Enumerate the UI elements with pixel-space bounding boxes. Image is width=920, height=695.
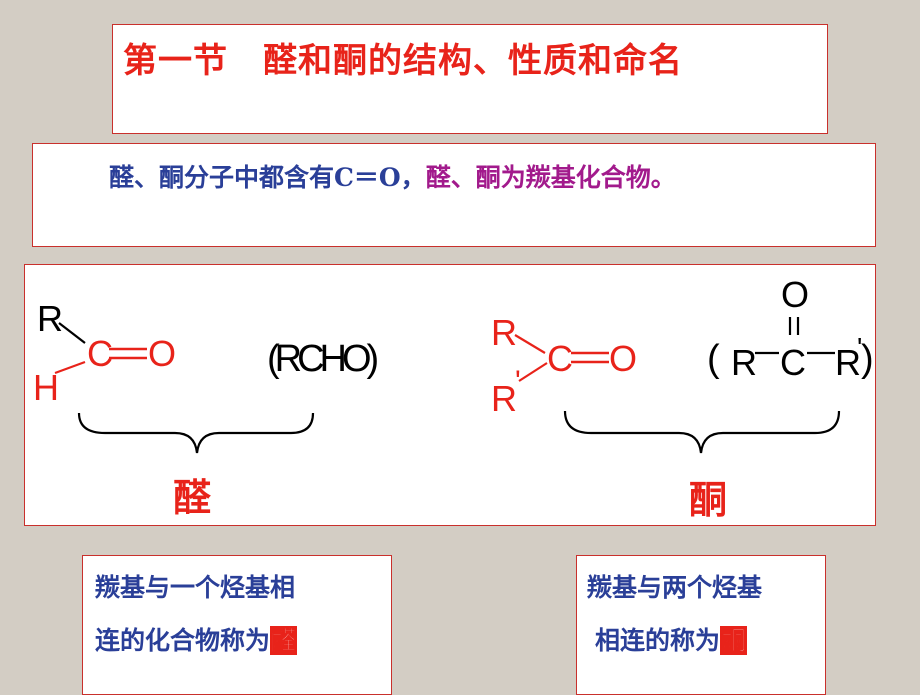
- structure-svg: R C O H (RCHO) 醛 R C O R ' ( O R C R ' )…: [33, 274, 874, 522]
- aldehyde-formula: (RCHO): [267, 338, 378, 380]
- ketone-definition-line2: 相连的称为酮: [595, 621, 748, 657]
- aldehyde-bond-R-C: [58, 322, 86, 344]
- aldehyde-label: 醛: [173, 476, 211, 520]
- intro-box: 醛、酮分子中都含有C＝O，醛、酮为羰基化合物。: [32, 143, 876, 247]
- ketone-bond-R1-C: [514, 334, 546, 354]
- ketone-definition-box: 羰基与两个烃基 相连的称为酮: [576, 555, 826, 695]
- page-title: 第一节 醛和酮的结构、性质和命名: [123, 41, 683, 81]
- aldehyde-O: O: [148, 333, 176, 374]
- title-box: 第一节 醛和酮的结构、性质和命名: [112, 24, 828, 134]
- ketone-O: O: [609, 338, 637, 379]
- intro-part2: 醛、酮为羰基化合物。: [425, 163, 676, 192]
- structure-diagram: R C O H (RCHO) 醛 R C O R ' ( O R C R ' )…: [24, 264, 876, 526]
- ketone-bond-R2-C: [518, 362, 548, 382]
- aldehyde-H: H: [33, 367, 59, 408]
- aldehyde-C: C: [87, 333, 113, 374]
- ketone-C: C: [547, 338, 573, 379]
- ketone-formula-R2: R: [835, 342, 861, 383]
- aldehyde-definition-line2-text: 连的化合物称为: [95, 626, 271, 655]
- intro-part1: 醛、酮分子中都含有C＝O，: [109, 163, 426, 192]
- ketone-definition-term: 酮: [720, 626, 748, 655]
- ketone-brace: [563, 410, 841, 454]
- aldehyde-definition-line2: 连的化合物称为醛: [95, 621, 298, 657]
- ketone-R1: R: [491, 312, 517, 353]
- ketone-R2-prime: ': [515, 365, 521, 398]
- ketone-R2: R: [491, 378, 517, 419]
- ketone-formula-R1: R: [731, 342, 757, 383]
- ketone-formula-C: C: [780, 342, 806, 383]
- ketone-label: 酮: [689, 478, 727, 522]
- aldehyde-definition-term: 醛: [270, 626, 298, 655]
- ketone-formula-O: O: [781, 274, 809, 315]
- aldehyde-bond-H-C: [54, 360, 86, 375]
- intro-text: 醛、酮分子中都含有C＝O，醛、酮为羰基化合物。: [109, 158, 676, 194]
- ketone-formula-close: ): [861, 338, 874, 380]
- ketone-formula-open: (: [707, 338, 720, 380]
- aldehyde-definition-box: 羰基与一个烃基相 连的化合物称为醛: [82, 555, 392, 695]
- aldehyde-definition-line1: 羰基与一个烃基相: [95, 573, 296, 602]
- aldehyde-R: R: [37, 298, 63, 339]
- ketone-formula-prime: ': [857, 332, 862, 363]
- ketone-definition-line1: 羰基与两个烃基: [587, 573, 763, 602]
- ketone-definition-line2-text: 相连的称为: [595, 626, 721, 655]
- aldehyde-brace: [77, 412, 315, 454]
